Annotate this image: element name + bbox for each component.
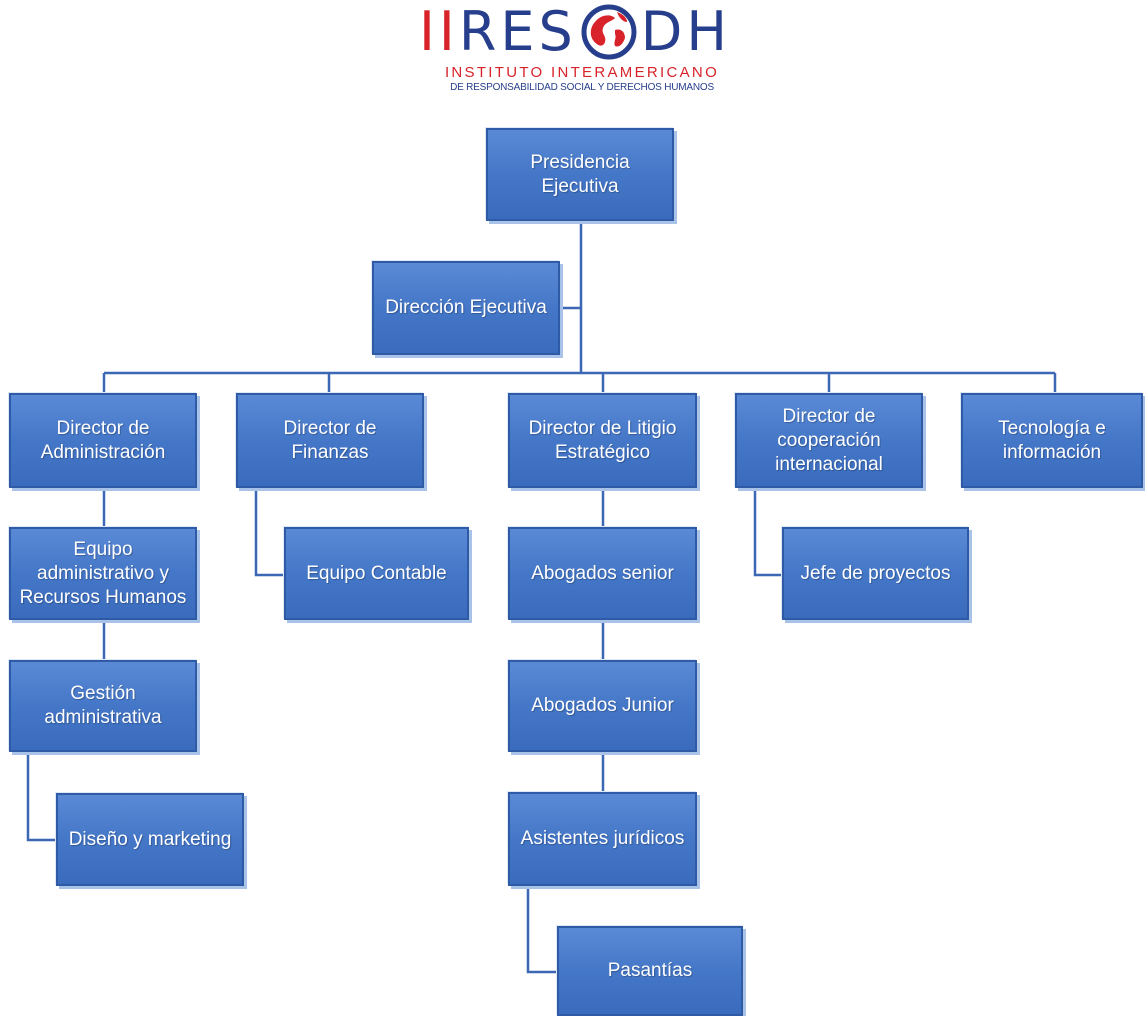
connector-gestion-to-diseno (26, 752, 56, 842)
logo-subtitle-2: DE RESPONSABILIDAD SOCIAL Y DERECHOS HUM… (450, 82, 714, 93)
node-direccion-ejecutiva: Dirección Ejecutiva (372, 261, 560, 355)
logo-letters-blue-2: DH (640, 0, 731, 63)
node-director-litigio: Director de Litigio Estratégico (508, 393, 697, 488)
node-label: Abogados senior (531, 562, 674, 584)
node-label: Gestión administrativa (44, 683, 162, 728)
node-abogados-senior: Abogados senior (508, 527, 697, 620)
logo: II RES DH INSTITUTO INTERAMERICANO DE RE… (0, 0, 1145, 110)
node-label: Director de cooperación internacional (775, 405, 883, 475)
connector-finanzas-to-contable (254, 488, 284, 577)
node-presidencia-ejecutiva: Presidencia Ejecutiva (486, 128, 674, 221)
node-jefe-de-proyectos: Jefe de proyectos (782, 527, 969, 620)
node-label: Equipo Contable (306, 562, 447, 584)
node-label: Tecnología e información (998, 417, 1106, 463)
logo-letters-blue-1: RES (458, 0, 577, 63)
logo-wordmark: II RES DH (419, 2, 731, 62)
node-tecnologia-informacion: Tecnología e información (961, 393, 1143, 488)
node-equipo-administrativo-rrhh: Equipo administrativo y Recursos Humanos (9, 527, 197, 620)
node-label: Director de Administración (40, 417, 166, 463)
connector-asistentes-to-pasantias (526, 886, 557, 974)
node-label: Dirección Ejecutiva (385, 297, 547, 318)
node-pasantias: Pasantías (557, 926, 743, 1016)
node-label: Director de Litigio Estratégico (528, 417, 677, 463)
logo-letters-red: II (419, 0, 459, 63)
globe-icon (581, 4, 637, 60)
node-label: Presidencia Ejecutiva (530, 151, 630, 197)
logo-subtitle-1: INSTITUTO INTERAMERICANO (444, 64, 720, 81)
node-label: Director de Finanzas (283, 417, 377, 463)
node-director-finanzas: Director de Finanzas (236, 393, 424, 488)
node-label: Jefe de proyectos (800, 562, 951, 584)
node-diseno-marketing: Diseño y marketing (56, 793, 244, 886)
node-equipo-contable: Equipo Contable (284, 527, 469, 620)
node-abogados-junior: Abogados Junior (508, 660, 697, 752)
node-label: Abogados Junior (531, 695, 674, 716)
node-gestion-administrativa: Gestión administrativa (9, 660, 197, 752)
node-label: Pasantías (607, 960, 693, 981)
node-director-administracion: Director de Administración (9, 393, 197, 488)
node-asistentes-juridicos: Asistentes jurídicos (508, 792, 697, 886)
node-label: Diseño y marketing (68, 828, 232, 850)
node-label: Asistentes jurídicos (520, 828, 685, 849)
node-label: Equipo administrativo y Recursos Humanos (19, 538, 187, 608)
connector-cooperacion-to-jefe (753, 488, 782, 577)
node-director-cooperacion: Director de cooperación internacional (735, 393, 923, 488)
